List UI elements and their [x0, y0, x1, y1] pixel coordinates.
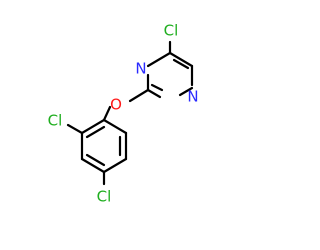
bond [128, 88, 150, 103]
bond [66, 123, 84, 135]
molecule-canvas: Cl N N O Cl Cl [47, 21, 199, 206]
bond [80, 118, 106, 135]
bond [168, 51, 194, 68]
atom-o-ether: O [110, 96, 122, 114]
bond [178, 86, 194, 97]
bond [102, 157, 128, 174]
structure-diagram: Cl N N O Cl Cl [48, 22, 199, 206]
atom-cl-bottom: Cl [97, 188, 112, 206]
bond [146, 88, 162, 99]
bond [85, 125, 106, 139]
atom-cl-top: Cl [164, 22, 179, 40]
bond [150, 83, 164, 92]
bonds [66, 40, 194, 186]
bond [102, 105, 112, 122]
bond [85, 153, 106, 167]
bond [172, 58, 190, 70]
bond [80, 157, 106, 174]
bond [102, 118, 128, 135]
atom-cl-mid: Cl [48, 112, 63, 130]
atom-labels: Cl N N O Cl Cl [48, 22, 199, 206]
atom-n-lower: N [187, 88, 198, 106]
bond [146, 51, 172, 68]
atom-n-upper: N [135, 60, 146, 78]
